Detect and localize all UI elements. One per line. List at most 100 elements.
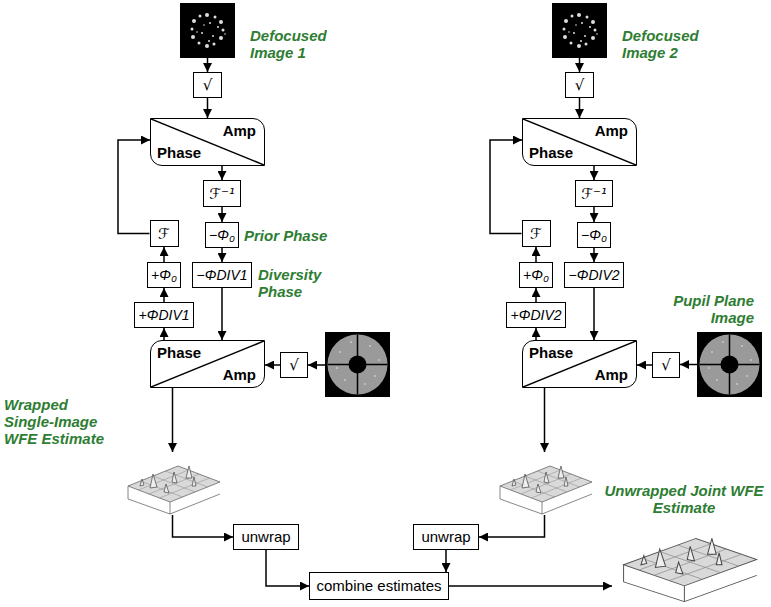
box-text: Phase	[157, 144, 201, 162]
flow-arrow	[308, 364, 325, 366]
box-text: Amp	[595, 122, 628, 140]
box-text: −Φ₀	[581, 226, 607, 244]
defocused-image	[180, 3, 235, 58]
box-text: +Φ₀	[523, 266, 549, 284]
flow-arrow	[266, 550, 309, 586]
operation-box: −ΦDIV2	[564, 262, 624, 288]
box-text: Phase	[529, 144, 573, 162]
flow-arrow	[221, 166, 223, 180]
operation-box: √	[193, 72, 222, 98]
amp-phase-box: PhaseAmp	[522, 340, 637, 388]
image-caption: Unwrapped Joint WFE Estimate	[604, 482, 764, 516]
flow-arrow	[449, 585, 612, 587]
box-text: ℱ	[158, 225, 170, 243]
box-text: combine estimates	[316, 577, 441, 595]
box-text: ℱ⁻¹	[581, 185, 607, 203]
operation-box: √	[280, 352, 308, 378]
box-text: Phase	[157, 344, 201, 362]
image-panel: Defocused Image 1	[180, 3, 235, 58]
amp-phase-box: AmpPhase	[150, 118, 265, 166]
flow-arrow	[221, 288, 223, 340]
image-caption: Defocused Image 2	[622, 27, 714, 61]
operation-box: combine estimates	[309, 572, 449, 600]
box-text: √	[203, 76, 213, 94]
box-text: √	[289, 356, 299, 374]
pupil-image	[325, 332, 390, 397]
flow-arrow	[544, 388, 546, 452]
flow-arrow	[593, 248, 595, 262]
flow-arrow	[479, 515, 545, 537]
flow-arrow	[445, 550, 447, 572]
flow-arrow	[593, 288, 595, 340]
flow-arrow	[221, 207, 223, 222]
box-text: Amp	[223, 366, 256, 384]
operation-box: +Φ₀	[147, 262, 181, 288]
flow-arrow	[221, 248, 223, 262]
box-text: +ΦDIV2	[510, 306, 561, 324]
operation-box: ℱ⁻¹	[575, 180, 613, 207]
image-panel: Unwrapped Joint WFE Estimate	[612, 520, 764, 603]
flow-arrow	[680, 364, 697, 366]
flow-arrow	[172, 388, 174, 452]
flow-arrow	[637, 364, 652, 366]
flow-arrow	[207, 98, 209, 118]
flow-arrow	[593, 207, 595, 222]
image-caption: Pupil Plane Image	[654, 292, 754, 326]
image-caption: Wrapped Single-Image WFE Estimate	[4, 396, 116, 447]
box-text: −ΦDIV1	[196, 266, 247, 284]
flow-arrow	[490, 140, 522, 234]
operation-box: −Φ₀	[205, 222, 239, 248]
box-text: −Φ₀	[209, 226, 235, 244]
flow-arrow	[118, 140, 150, 234]
flow-arrow	[173, 515, 234, 537]
amp-phase-box: PhaseAmp	[150, 340, 265, 388]
box-text: unwrap	[241, 528, 290, 546]
annotation: Prior Phase	[244, 227, 344, 244]
box-text: +Φ₀	[151, 266, 177, 284]
annotation: Diversity Phase	[258, 266, 338, 300]
flow-arrow	[535, 247, 537, 262]
box-text: Phase	[529, 344, 573, 362]
image-panel: Wrapped Single-Image WFE Estimate	[120, 452, 225, 515]
operation-box: +Φ₀	[519, 262, 553, 288]
box-text: Amp	[595, 366, 628, 384]
box-text: √	[661, 356, 671, 374]
amp-phase-box: AmpPhase	[522, 118, 637, 166]
wfe-plot	[624, 538, 757, 601]
flow-arrow	[535, 288, 537, 302]
flow-arrow	[535, 328, 537, 340]
operation-box: ℱ	[522, 220, 551, 247]
image-panel: Pupil Plane Image	[697, 332, 762, 397]
wfe-plot	[500, 466, 592, 514]
flow-arrow	[163, 328, 165, 340]
box-text: ℱ	[530, 225, 542, 243]
box-text: unwrap	[421, 528, 470, 546]
operation-box: +ΦDIV2	[506, 302, 566, 328]
operation-box: unwrap	[413, 524, 479, 550]
operation-box: ℱ	[150, 220, 179, 247]
operation-box: √	[565, 72, 594, 98]
operation-box: √	[652, 352, 680, 378]
operation-box: ℱ⁻¹	[203, 180, 241, 207]
defocused-image	[552, 3, 607, 58]
flow-arrow	[163, 288, 165, 302]
operation-box: −ΦDIV1	[192, 262, 252, 288]
flow-arrow	[593, 166, 595, 180]
operation-box: unwrap	[233, 524, 299, 550]
operation-box: +ΦDIV1	[134, 302, 194, 328]
box-text: −ΦDIV2	[568, 266, 619, 284]
box-text: +ΦDIV1	[138, 306, 189, 324]
box-text: √	[575, 76, 585, 94]
image-panel: Defocused Image 2	[552, 3, 607, 58]
flow-arrow	[579, 58, 581, 72]
box-text: ℱ⁻¹	[209, 185, 235, 203]
image-caption: Defocused Image 1	[250, 27, 342, 61]
flow-arrow	[163, 247, 165, 262]
flow-arrow	[579, 98, 581, 118]
pupil-image	[697, 332, 762, 397]
operation-box: −Φ₀	[577, 222, 611, 248]
wfe-plot	[128, 466, 220, 514]
flow-arrow	[265, 364, 280, 366]
box-text: Amp	[223, 122, 256, 140]
